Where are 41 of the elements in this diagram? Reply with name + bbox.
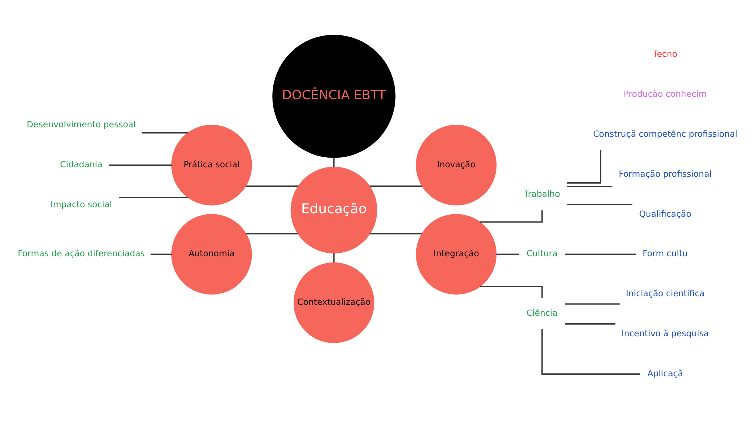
connector <box>565 303 620 304</box>
node-circle: Inovação <box>416 124 497 206</box>
connector <box>567 204 633 205</box>
node-text: Ciência <box>526 308 558 319</box>
connector <box>150 253 172 255</box>
node-text: Incentivo à pesquisa <box>622 329 710 340</box>
node-text: Cultura <box>526 249 558 260</box>
node-text: Cidadania <box>60 160 103 170</box>
connector <box>119 196 188 198</box>
connector <box>142 132 188 134</box>
connector <box>565 253 637 255</box>
node-text: Impacto social <box>50 200 112 210</box>
connector <box>334 157 335 167</box>
node-circle: Educação <box>290 166 378 254</box>
node-circle: Autonomia <box>172 214 252 294</box>
connector <box>567 150 602 184</box>
node-text: Aplicaçã <box>648 368 684 379</box>
connector <box>565 323 616 324</box>
connector <box>370 232 422 234</box>
node-text: Iniciação científica <box>626 289 705 300</box>
node-text: Formas de ação diferenciadas <box>18 249 145 260</box>
connector <box>370 185 422 187</box>
node-circle: DOCÊNCIA EBTT <box>272 34 396 158</box>
connector <box>334 252 335 262</box>
connector <box>542 329 641 374</box>
node-text: Trabalho <box>524 190 560 200</box>
connector <box>246 232 298 234</box>
node-circle: Integração <box>416 214 497 294</box>
node-circle: Prática social <box>172 124 252 206</box>
node-text: Qualificação <box>639 209 692 220</box>
node-text: Formação profissional <box>619 169 712 180</box>
node-text: Form cultu <box>642 249 688 260</box>
label: Tecno <box>653 50 678 60</box>
node-circle: Contextualização <box>294 262 375 343</box>
connector <box>246 185 299 187</box>
node-text: Construçã competênc profissional <box>593 129 738 140</box>
connector <box>109 164 172 166</box>
node-text: Desenvolvimento pessoal <box>26 120 136 130</box>
connector <box>496 253 520 255</box>
label: Produção conhecim <box>624 89 707 100</box>
connector <box>567 185 613 187</box>
